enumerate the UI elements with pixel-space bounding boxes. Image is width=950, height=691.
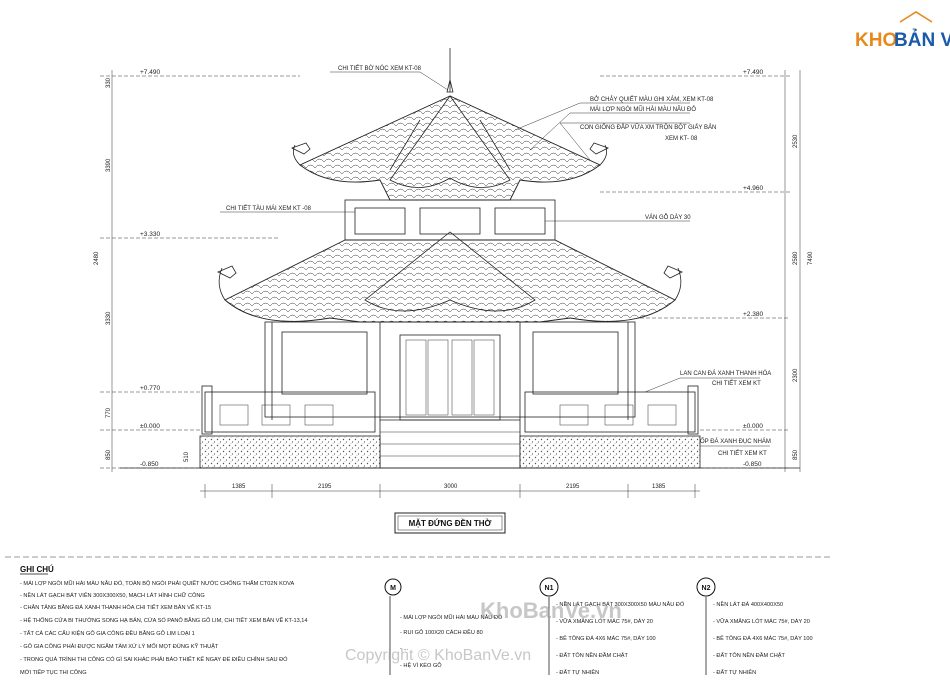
left-level-markers: [100, 70, 300, 472]
note-item: - CHÂN TẢNG BẰNG ĐÁ XANH THANH HÓA CHI T…: [20, 603, 211, 611]
dim-left-6: 510: [184, 451, 190, 462]
legend-floor-n2: N2 - NỀN LÁT ĐÁ 400X400X50 - VỮA XMĂNG L…: [696, 577, 813, 676]
note-item: - NỀN LÁT GẠCH BÁT VIÊN 300X300X50, MẠCH…: [20, 591, 205, 599]
legend-roof-item: - RUI GỖ 100X20 CÁCH ĐỀU 80: [400, 629, 483, 636]
dim-left-5: 770: [106, 407, 112, 418]
dim-right-3: 2300: [793, 368, 799, 382]
dim-bottom-3: 3000: [444, 484, 458, 490]
level-right-4: ±0.000: [743, 423, 763, 430]
legend-roof-item: - MÁI LỢP NGÓI MŨI HÀI MÀU NÂU ĐỎ: [400, 614, 503, 621]
callout-railing: LAN CAN ĐÁ XANH THANH HÓA: [680, 370, 771, 377]
dim-right-1: 2530: [793, 134, 799, 148]
level-left-3: +0.770: [140, 385, 160, 392]
note-item: - GỖ GIA CÔNG PHẢI ĐƯỢC NGÂM TẨM XỬ LÝ M…: [20, 643, 219, 650]
notes-header: GHI CHÚ: [20, 565, 54, 574]
upper-roof: [299, 95, 601, 201]
legend-n2-item: - VỮA XMĂNG LÓT MÁC 75#, DÀY 20: [713, 618, 810, 625]
note-item: MỚI TIẾP TỤC THI CÔNG: [20, 669, 87, 676]
dim-left-7: 850: [106, 449, 112, 460]
legend-roof-mark: M: [390, 585, 396, 592]
callout-stone-cladding: ỐP ĐÁ XANH ĐỤC NHÁM: [700, 438, 771, 445]
note-item: - TẤT CẢ CÁC CẤU KIỆN GỖ GIA CÔNG ĐỀU BẰ…: [20, 629, 195, 637]
callout-ornament: CON GIỐNG ĐẮP VỮA XM TRỘN BỘT GIẤY BẢN: [580, 123, 716, 131]
legend-n1-item: - ĐẤT TỰ NHIÊN: [556, 668, 599, 676]
level-right-5: -0.850: [743, 461, 762, 468]
bottom-dimension-line: [200, 484, 700, 498]
watermark-copyright: Copyright © KhoBanVe.vn: [345, 647, 531, 664]
logo: KHO BẢN VẼ: [855, 11, 950, 51]
level-left-2: +3.330: [140, 231, 160, 238]
dim-right-2: 2580: [793, 251, 799, 265]
note-item: - TRONG QUÁ TRÌNH THI CÔNG CÓ GÌ SAI KHÁ…: [20, 656, 288, 663]
dim-left-2: 3390: [106, 158, 112, 172]
dim-left-4: 3330: [106, 311, 112, 325]
drawing-title: MẶT ĐỨNG ĐỀN THỜ: [394, 512, 506, 534]
logo-text-b: BẢN VẼ: [894, 29, 950, 51]
legend-n1-mark: N1: [545, 585, 554, 592]
legend-n2-item: - NỀN LÁT ĐÁ 400X400X50: [713, 601, 783, 608]
callout-wood-board: VÁN GỖ DÀY 30: [645, 214, 691, 221]
legend-n1-item: - BÊ TÔNG ĐÁ 4X6 MÁC 75#, DÀY 100: [556, 634, 656, 642]
legend-n1-item: - VỮA XMĂNG LÓT MÁC 75#, DÀY 20: [556, 618, 653, 625]
legend-n1-item: - NỀN LÁT GẠCH BÁT 300X300X50 MÀU NÂU ĐỎ: [556, 601, 685, 608]
legend-n2-mark: N2: [702, 585, 711, 592]
note-item: - MÁI LỢP NGÓI MŨI HÀI MÀU NÂU ĐỎ, TOÀN …: [20, 580, 294, 587]
right-level-markers: [600, 70, 801, 472]
legend-roof-item: - HỆ VÌ KÈO GỖ: [400, 661, 442, 669]
callout-stone-ref: CHI TIẾT XEM KT: [718, 450, 767, 457]
logo-house-icon: [899, 11, 933, 23]
dim-bottom-5: 1385: [652, 484, 666, 490]
dim-right-4: 850: [793, 449, 799, 460]
level-right-3: +2.380: [743, 311, 763, 318]
level-left-4: ±0.000: [140, 423, 160, 430]
legend-n2-item: - ĐẤT TÔN NỀN ĐẦM CHẶT: [713, 652, 785, 659]
callout-gutter: BỞ CHẢY QUIẾT MÀU GHI XÁM, XEM KT-08: [590, 96, 714, 103]
legend-roof-item: - ...: [400, 646, 409, 652]
dim-bottom-4: 2195: [566, 484, 580, 490]
dim-bottom-2: 2195: [318, 484, 332, 490]
level-left-5: -0.850: [140, 461, 159, 468]
callout-ornament-ref: XEM KT- 08: [665, 136, 698, 142]
dim-left-1: 330: [106, 77, 112, 88]
callout-railing-ref: CHI TIẾT XEM KT: [712, 380, 761, 387]
dim-bottom-1: 1385: [232, 484, 246, 490]
temple-elevation: [120, 48, 800, 469]
legend-n1-item: - ĐẤT TÔN NỀN ĐẦM CHẶT: [556, 652, 628, 659]
lower-roof: [224, 239, 676, 323]
level-right-2: +4.960: [743, 185, 763, 192]
title-text: MẶT ĐỨNG ĐỀN THỜ: [409, 518, 492, 528]
stone-plinth: [199, 435, 381, 469]
logo-text-a: KHO: [855, 30, 897, 51]
level-left-1: +7.490: [140, 69, 160, 76]
callout-leaders: [220, 71, 770, 447]
legend-n2-item: - ĐẤT TỰ NHIÊN: [713, 668, 756, 676]
general-notes: GHI CHÚ - MÁI LỢP NGÓI MŨI HÀI MÀU NÂU Đ…: [20, 565, 307, 676]
note-item: - HỆ THỐNG CỬA BI THƯỜNG SONG HẠ BẢN, CỬ…: [20, 616, 307, 624]
watermark: KhoBanVe.vn Copyright © KhoBanVe.vn: [345, 598, 622, 664]
level-right-1: +7.490: [743, 69, 763, 76]
legend-roof: M - MÁI LỢP NGÓI MŨI HÀI MÀU NÂU ĐỎ - RU…: [384, 578, 503, 675]
legend-n2-item: - BÊ TÔNG ĐÁ 4X6 MÁC 75#, DÀY 100: [713, 634, 813, 642]
callout-roof-tiles: MÁI LỢP NGÓI MŨI HÀI MÀU NÂU ĐỎ: [590, 106, 696, 113]
watermark-logo: KhoBanVe.vn: [480, 598, 622, 623]
dim-left-3: 2480: [94, 251, 100, 265]
dim-right-total: 7490: [808, 251, 814, 265]
callout-ridge: CHI TIẾT BỜ NÓC XEM KT-08: [338, 65, 422, 72]
legend-floor-n1: N1 - NỀN LÁT GẠCH BÁT 300X300X50 MÀU NÂU…: [539, 577, 685, 676]
callout-eave: CHI TIẾT TÀU MÁI XEM KT -08: [226, 205, 312, 212]
